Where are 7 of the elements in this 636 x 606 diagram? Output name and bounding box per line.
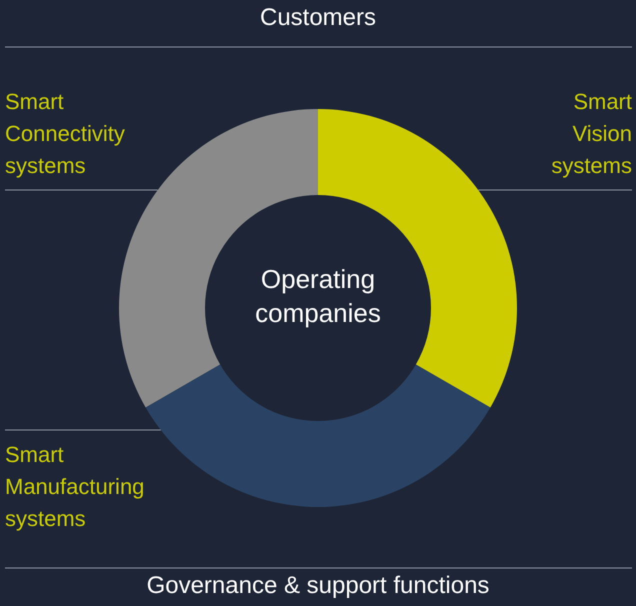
bottom-label: Governance & support functions	[146, 572, 490, 600]
segment-label: Smart Vision systems	[551, 86, 632, 182]
top-label: Customers	[258, 4, 378, 32]
segment-label: Smart Connectivity systems	[5, 86, 125, 182]
segment-label: Smart Manufacturing systems	[5, 439, 144, 535]
center-label: Operating companies	[238, 262, 398, 330]
ring-segment	[146, 364, 490, 507]
